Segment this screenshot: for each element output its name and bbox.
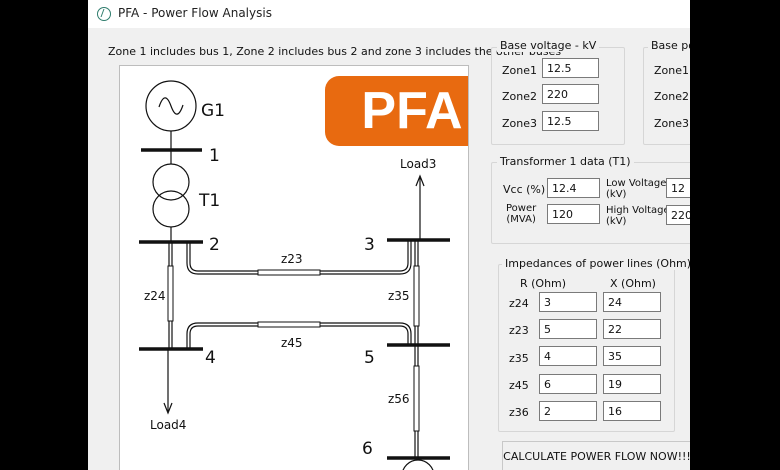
high-voltage-label: High Voltage (kV) xyxy=(606,205,670,227)
low-voltage-label: Low Voltage (kV) xyxy=(606,178,666,200)
r-column-header: R (Ohm) xyxy=(520,277,567,290)
zone2-voltage-input[interactable] xyxy=(542,84,599,104)
power-label-line1: Power xyxy=(506,203,537,214)
generator-2-symbol xyxy=(402,459,434,470)
zone3-voltage-input[interactable] xyxy=(542,111,599,131)
zone2-voltage-label: Zone2 xyxy=(502,90,538,103)
zone3-voltage-label: Zone3 xyxy=(502,117,538,130)
z24-row-label: z24 xyxy=(509,297,529,310)
bus-3-label: 3 xyxy=(364,235,375,255)
load4-label: Load4 xyxy=(150,418,186,432)
app-window: PFA - Power Flow Analysis Zone 1 include… xyxy=(88,0,690,470)
high-voltage-label-line1: High Voltage xyxy=(606,205,670,216)
z36-row-label: z36 xyxy=(509,406,529,419)
vcc-input[interactable] xyxy=(547,178,600,198)
z24-label: z24 xyxy=(144,289,166,303)
bus-1-label: 1 xyxy=(209,146,220,166)
zone1-voltage-input[interactable] xyxy=(542,58,599,78)
vcc-label: Vcc (%) xyxy=(503,183,546,196)
x-column-header: X (Ohm) xyxy=(610,277,656,290)
load3-label: Load3 xyxy=(400,157,436,171)
z45-r-input[interactable] xyxy=(539,374,597,394)
zone3-power-label: Zone3 xyxy=(654,117,690,130)
z45-label: z45 xyxy=(281,336,303,350)
pfa-logo: PFA xyxy=(325,76,468,146)
calculate-power-flow-button[interactable]: CALCULATE POWER FLOW NOW!!! xyxy=(502,441,690,470)
z35-r-input[interactable] xyxy=(539,346,597,366)
bus-4-label: 4 xyxy=(205,348,216,368)
high-voltage-input[interactable] xyxy=(666,205,690,225)
z35-row-label: z35 xyxy=(509,352,529,365)
low-voltage-label-line2: (kV) xyxy=(606,189,627,200)
zone1-voltage-label: Zone1 xyxy=(502,64,538,77)
z23-r-input[interactable] xyxy=(539,319,597,339)
high-voltage-label-line2: (kV) xyxy=(606,216,627,227)
zone1-power-label: Zone1 xyxy=(654,64,690,77)
z23-x-input[interactable] xyxy=(603,319,661,339)
bus-5-label: 5 xyxy=(364,348,375,368)
power-mva-label: Power (MVA) xyxy=(506,203,536,225)
app-icon xyxy=(97,7,111,21)
z35-label: z35 xyxy=(388,289,410,303)
transformer-winding-high xyxy=(152,163,190,201)
z45-row-label: z45 xyxy=(509,379,529,392)
z36-x-input[interactable] xyxy=(603,401,661,421)
window-title: PFA - Power Flow Analysis xyxy=(118,6,272,20)
z23-row-label: z23 xyxy=(509,324,529,337)
transformer-label: T1 xyxy=(198,191,220,211)
power-mva-input[interactable] xyxy=(547,204,600,224)
low-voltage-input[interactable] xyxy=(666,178,690,198)
bus-6-label: 6 xyxy=(362,439,373,459)
power-label-line2: (MVA) xyxy=(506,214,536,225)
transformer-title: Transformer 1 data (T1) xyxy=(497,155,634,168)
zone2-power-label: Zone2 xyxy=(654,90,690,103)
impedances-title: Impedances of power lines (Ohm) xyxy=(502,257,690,270)
base-power-title: Base pow xyxy=(648,39,690,52)
title-bar: PFA - Power Flow Analysis xyxy=(88,0,690,28)
single-line-diagram: G1 T1 1 2 3 4 5 6 Load3 Load4 z23 z24 z4… xyxy=(119,65,469,470)
z23-label: z23 xyxy=(281,252,303,266)
z36-r-input[interactable] xyxy=(539,401,597,421)
zone-info-label: Zone 1 includes bus 1, Zone 2 includes b… xyxy=(108,45,562,58)
z24-r-input[interactable] xyxy=(539,292,597,312)
low-voltage-label-line1: Low Voltage xyxy=(606,178,667,189)
diagram-svg: G1 T1 1 2 3 4 5 6 Load3 Load4 z23 z24 z4… xyxy=(139,80,450,470)
z35-x-input[interactable] xyxy=(603,346,661,366)
z24-x-input[interactable] xyxy=(603,292,661,312)
sine-icon xyxy=(158,97,184,115)
z56-label: z56 xyxy=(388,392,410,406)
base-voltage-title: Base voltage - kV xyxy=(497,39,600,52)
bus-2-label: 2 xyxy=(209,235,220,255)
transformer-winding-low xyxy=(152,190,190,228)
z45-x-input[interactable] xyxy=(603,374,661,394)
generator-label: G1 xyxy=(201,101,225,121)
